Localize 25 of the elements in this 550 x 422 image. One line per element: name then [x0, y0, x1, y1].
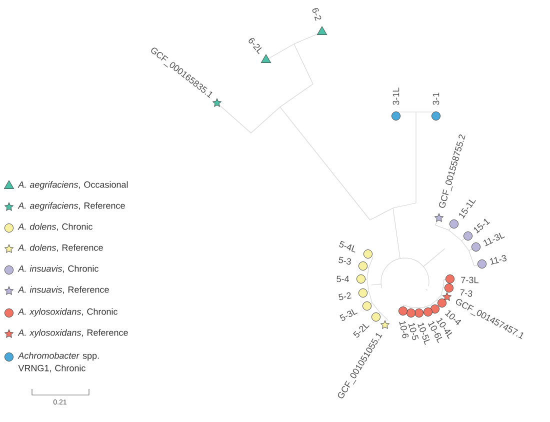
- tip-label: 3-1L: [392, 88, 400, 105]
- tip-label: 5-3L: [340, 309, 358, 321]
- tip-label: 10-5L: [418, 322, 430, 346]
- tip-label: 7-3: [460, 289, 472, 297]
- legend-text: A. xylosoxidans, Reference: [18, 329, 128, 338]
- legend-text: A. insuavis, Reference: [18, 286, 109, 294]
- legend-text: A. aegrifaciens, Reference: [18, 202, 125, 211]
- tip-label: 10-5: [408, 322, 419, 340]
- tip-label: 7-3L: [461, 276, 478, 284]
- legend-text: A. dolens, Reference: [18, 244, 103, 252]
- tip-label: 5-3: [338, 256, 352, 265]
- tip-label: 5-4L: [339, 240, 356, 253]
- legend-text: Achromobacter spp. VRNG1, Chronic: [18, 352, 99, 372]
- tip-label: 11-3L: [484, 232, 505, 246]
- tip-label: 5-2: [338, 292, 352, 300]
- tip-label: 6-2: [312, 8, 322, 21]
- tip-label: 10-6: [399, 321, 409, 338]
- legend-text: A. dolens, Chronic: [18, 223, 92, 231]
- legend-text: A. insuavis, Chronic: [18, 265, 98, 273]
- legend-text: A. xylosoxidans, Chronic: [18, 308, 118, 317]
- tip-label: 15-1: [474, 218, 490, 234]
- tip-label: 5-4: [336, 276, 350, 282]
- legend-text: A. aegrifaciens, Occasional: [18, 181, 128, 190]
- tip-label: 11-3: [490, 255, 507, 265]
- tip-label: 3-1: [432, 92, 440, 105]
